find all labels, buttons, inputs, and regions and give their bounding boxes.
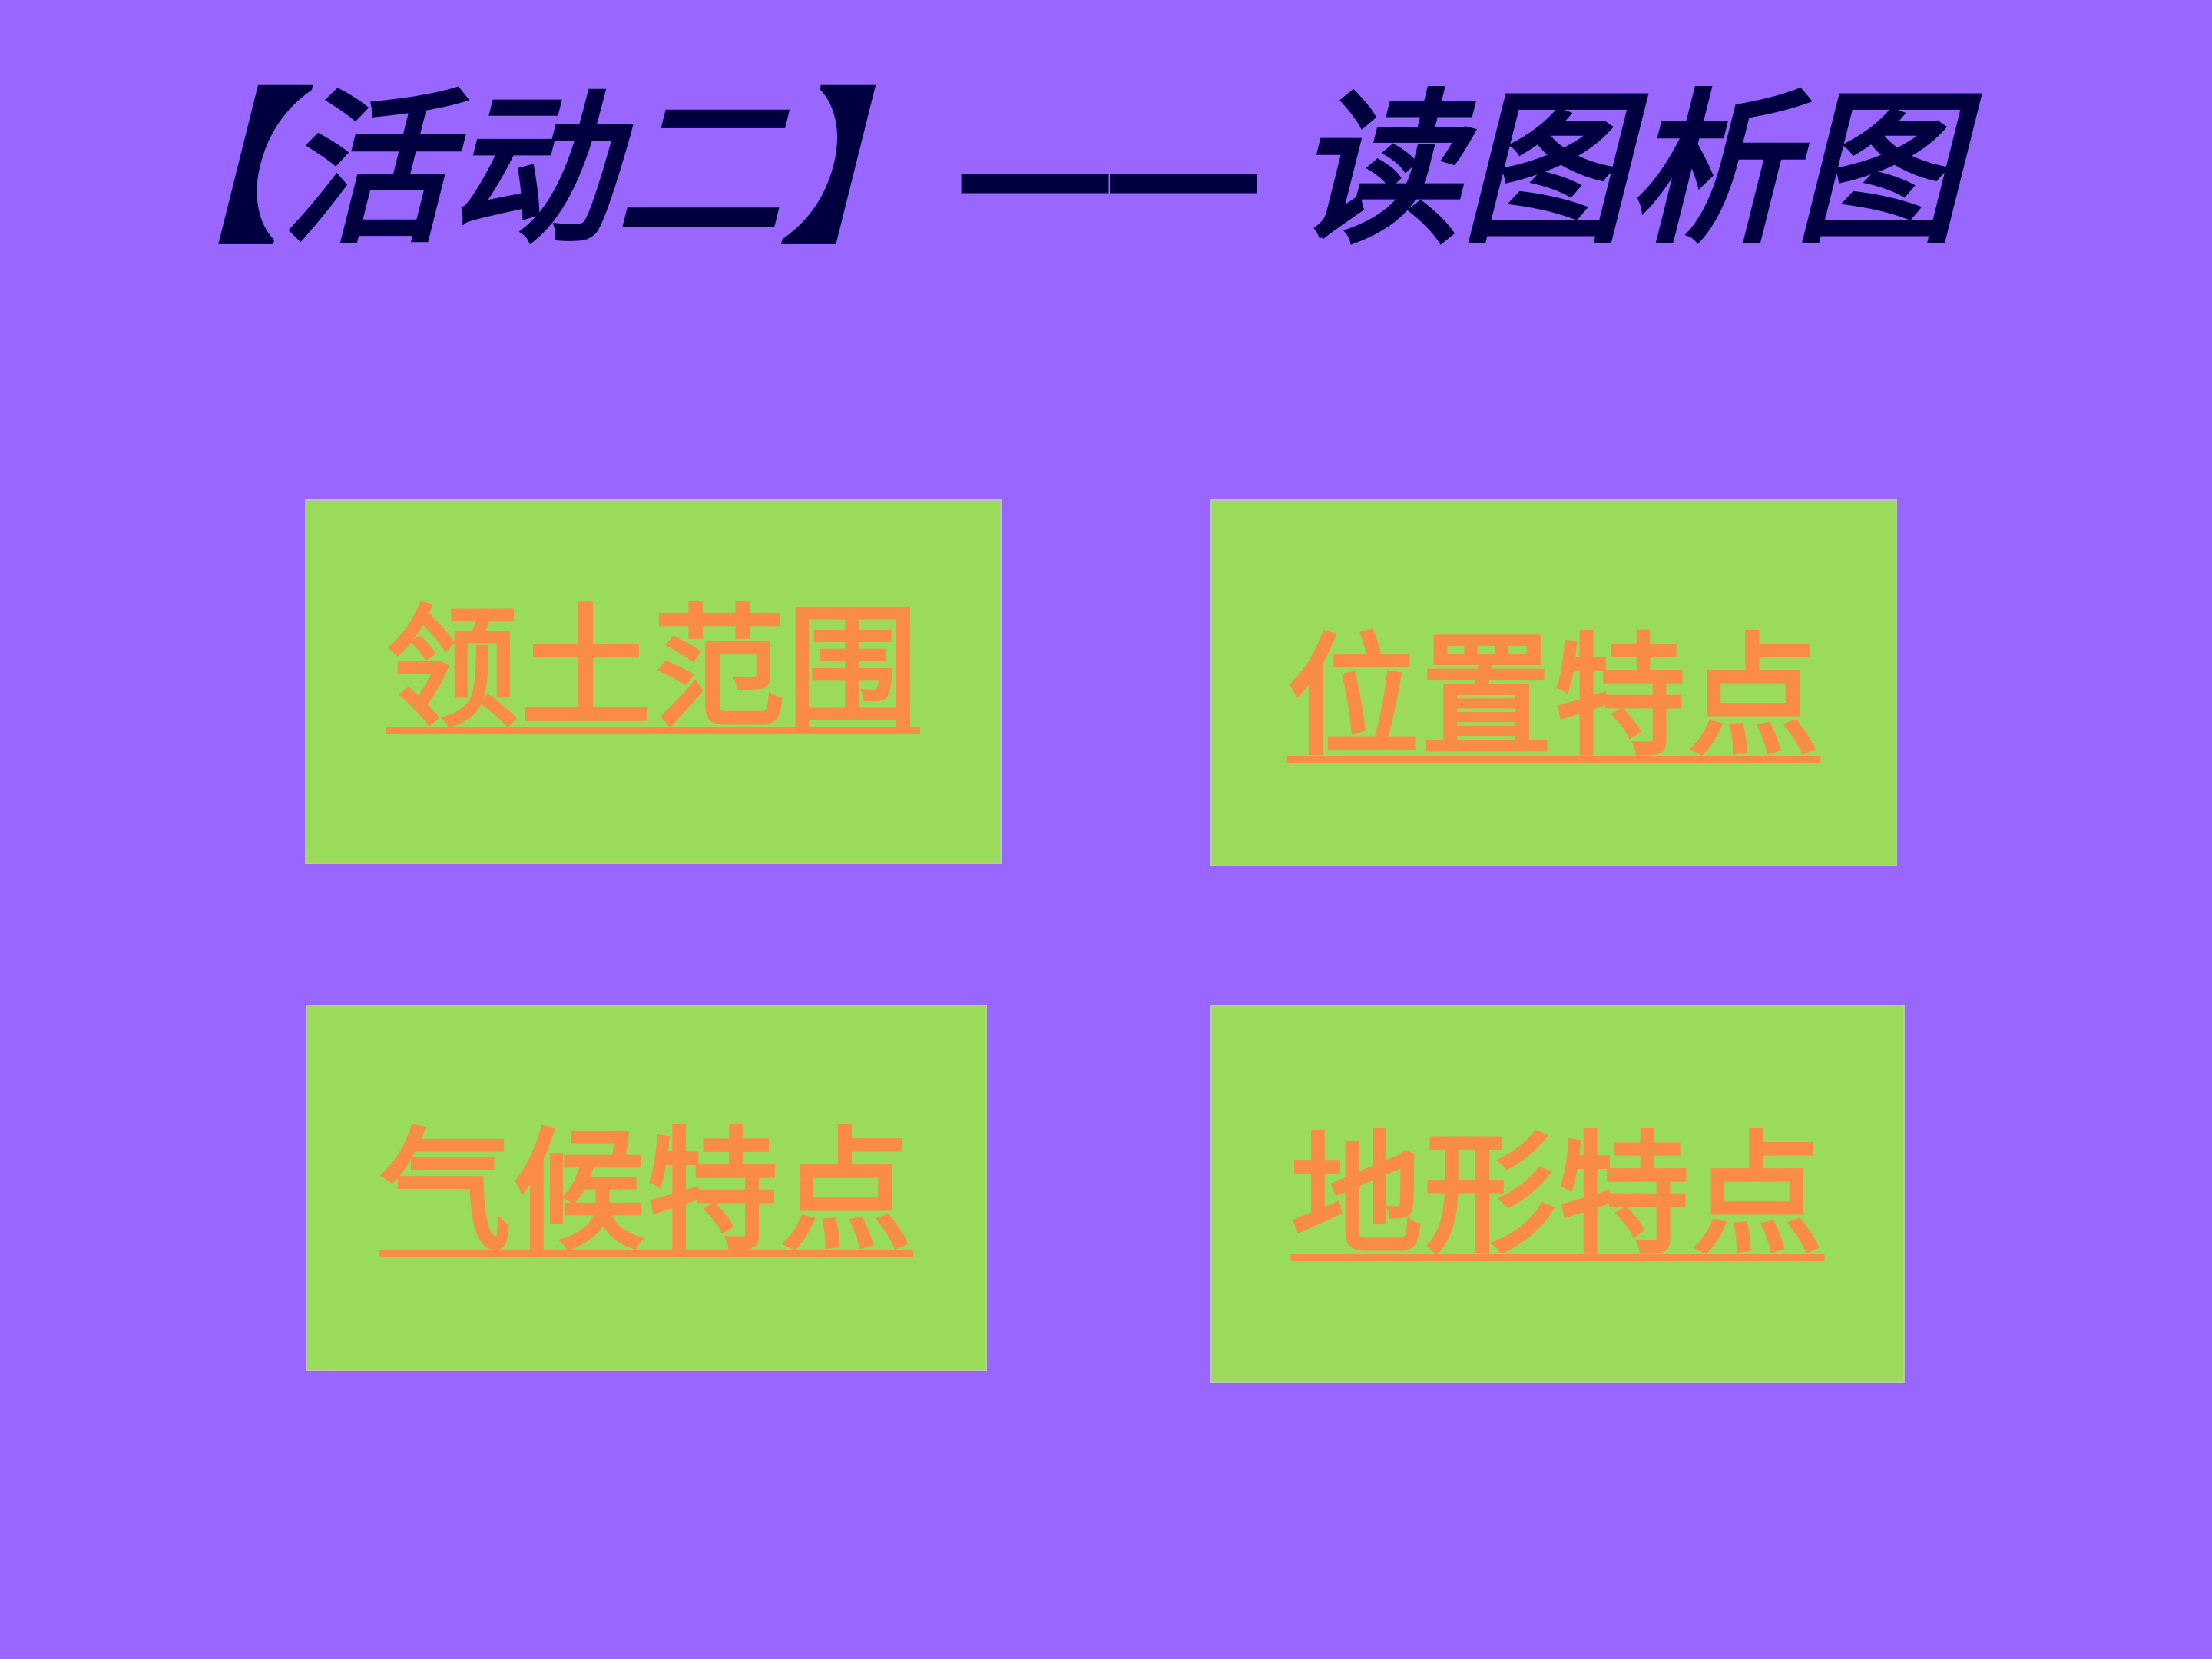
concept-box-label[interactable]: 气候特点 — [379, 1112, 913, 1269]
concept-box-label[interactable]: 位置特点 — [1286, 618, 1821, 774]
concept-box-climate-features[interactable]: 气候特点 — [306, 1005, 987, 1371]
concept-box-label[interactable]: 地形特点 — [1290, 1117, 1825, 1273]
page-title-tail-part: 读图析图 — [1294, 71, 1962, 267]
page-title-bracketed-part: 【活动二】 — [115, 71, 949, 267]
concept-box-label[interactable]: 领土范围 — [386, 589, 920, 746]
page-title: 【活动二】——读图析图 — [115, 54, 2189, 284]
concept-box-territory-extent[interactable]: 领土范围 — [305, 499, 1002, 864]
concept-box-landform-features[interactable]: 地形特点 — [1210, 1005, 1905, 1382]
concept-box-location-features[interactable]: 位置特点 — [1210, 499, 1897, 866]
page-title-dash: —— — [952, 71, 1267, 267]
